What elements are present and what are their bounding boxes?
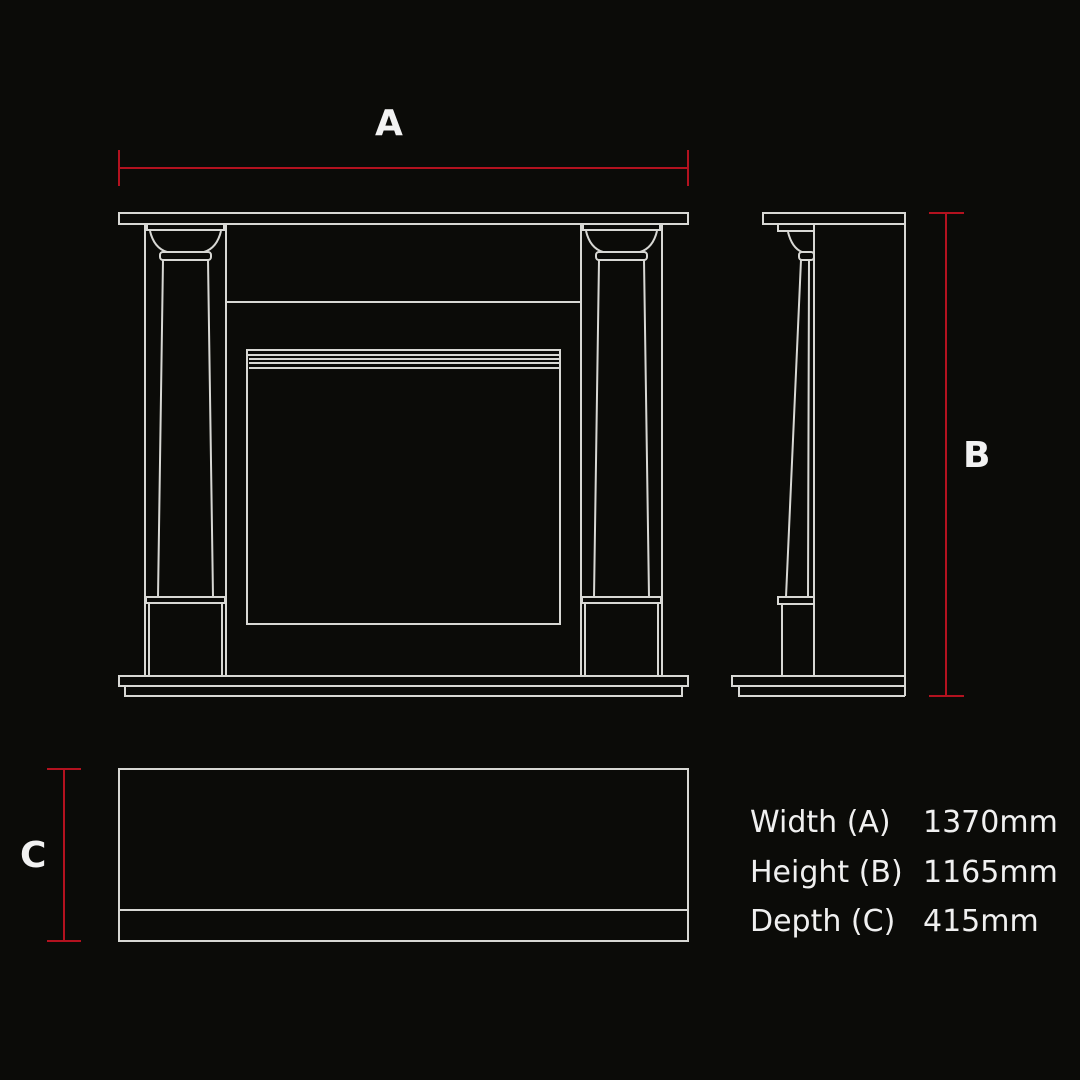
spec-label: Depth (C) — [750, 904, 896, 939]
label-b: B — [963, 435, 991, 476]
left-pillar — [144, 224, 227, 676]
side-view — [731, 212, 906, 697]
spec-label: Width (A) — [750, 805, 891, 840]
spec-value: 415mm — [923, 904, 1039, 939]
fire-insert — [246, 349, 561, 625]
spec-label: Height (B) — [750, 855, 903, 890]
dimension-c — [47, 768, 81, 942]
hearth-top — [118, 675, 689, 687]
dimension-a — [118, 150, 689, 186]
label-a: A — [375, 103, 403, 144]
plan-view — [118, 768, 689, 942]
hearth-base — [124, 685, 683, 697]
spec-value: 1165mm — [923, 855, 1058, 890]
right-pillar — [580, 223, 663, 677]
mantel-shelf — [118, 212, 689, 225]
dimension-b — [929, 212, 964, 697]
label-c: C — [20, 835, 47, 876]
spec-value: 1370mm — [923, 805, 1058, 840]
front-view — [118, 212, 689, 697]
